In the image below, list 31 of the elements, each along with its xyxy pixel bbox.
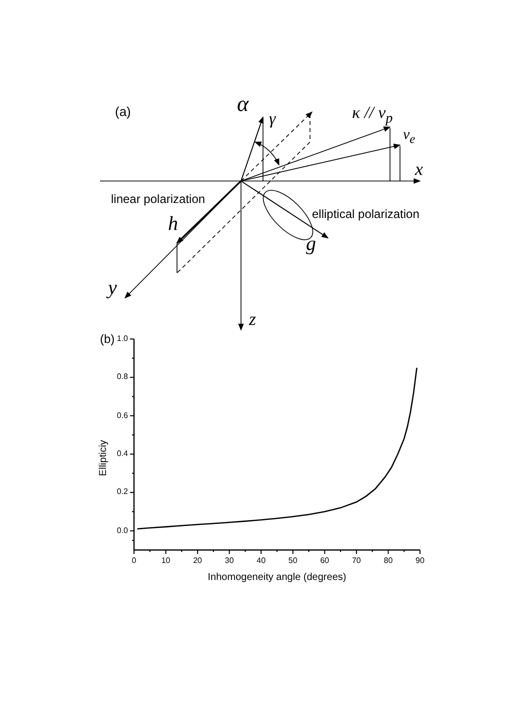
tick-label: 0.4	[116, 450, 128, 458]
axis-label: y	[108, 278, 117, 298]
tick-label: 60	[319, 557, 330, 565]
panel-label: (a)	[115, 105, 131, 118]
vector-label: κ // v$_{p}$	[352, 104, 393, 126]
axis-title: Inhomogeneity angle (degrees)	[206, 573, 348, 583]
tick-label: 0.0	[116, 526, 128, 535]
vector-label: g	[306, 234, 316, 254]
tick-label: 0.8	[116, 373, 128, 382]
tick-label: 0.2	[116, 488, 128, 496]
tick-label: 40	[256, 557, 267, 565]
annotation: elliptical polarization	[312, 208, 420, 220]
tick-label: 50	[287, 557, 298, 565]
tick-label: 70	[350, 557, 362, 565]
vector-label: h	[168, 214, 178, 234]
tick-label: 90	[414, 557, 426, 565]
annotation: linear polarization	[111, 193, 206, 205]
tick-label: 0	[130, 557, 138, 565]
tick-label: 20	[192, 557, 203, 565]
axis-label: α	[237, 93, 249, 115]
axis-title: Ellipticiy	[99, 438, 109, 478]
tick-label: 0.6	[116, 412, 128, 420]
tick-label: 10	[160, 557, 172, 565]
vector-label: v$_{e}$	[403, 128, 416, 146]
axis-label: z	[249, 310, 256, 328]
tick-label: 1.0	[116, 335, 128, 343]
tick-label: 30	[224, 557, 235, 565]
angle-label: γ	[269, 110, 276, 127]
panel-label: (b)	[100, 333, 115, 345]
axis-label: x	[415, 160, 423, 178]
tick-label: 80	[382, 557, 394, 565]
